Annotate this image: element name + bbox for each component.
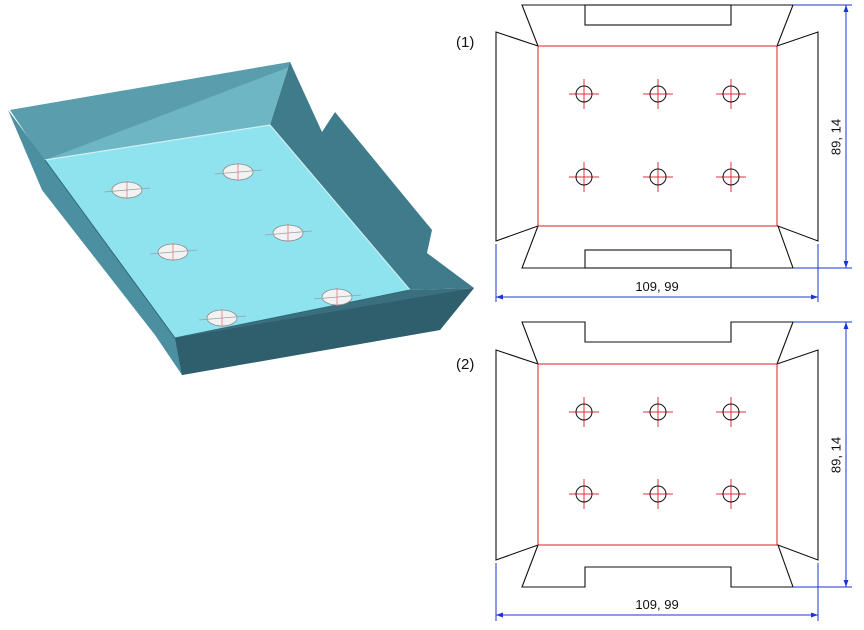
tray-hole xyxy=(214,163,263,181)
view-label-2: (2) xyxy=(456,356,475,373)
hole-marker xyxy=(716,79,746,109)
hole-marker xyxy=(716,397,746,427)
flat-pattern-2 xyxy=(495,321,819,588)
width-dimension-text-2: 109, 99 xyxy=(635,597,679,612)
height-dimension-text-2: 89, 14 xyxy=(828,436,844,474)
flat-pattern-1-holes xyxy=(569,79,746,192)
tray-3d-model xyxy=(8,62,474,375)
dimensions-1 xyxy=(495,4,852,302)
tray-hole xyxy=(149,243,198,261)
hole-marker xyxy=(569,79,599,109)
hole-marker xyxy=(716,162,746,192)
flat-pattern-2-outline xyxy=(495,321,819,588)
flat-pattern-1-top-slot xyxy=(584,4,732,26)
flat-pattern-1-bend-lines xyxy=(537,45,778,227)
hole-marker xyxy=(569,162,599,192)
tray-hole xyxy=(313,288,362,306)
hole-marker xyxy=(569,397,599,427)
flat-pattern-2-holes xyxy=(569,397,746,509)
hole-marker xyxy=(569,479,599,509)
tray-hole xyxy=(198,309,247,327)
flat-pattern-1-bottom-slot xyxy=(584,249,732,269)
width-dimension-text-1: 109, 99 xyxy=(635,279,679,294)
dimensions-2 xyxy=(495,321,852,621)
hole-marker xyxy=(643,479,673,509)
hole-marker xyxy=(716,479,746,509)
view-label-1: (1) xyxy=(456,34,475,51)
tray-hole xyxy=(264,224,313,242)
hole-marker xyxy=(643,79,673,109)
tray-left-wall xyxy=(8,110,182,375)
tray-holes xyxy=(103,163,362,327)
hole-marker xyxy=(643,162,673,192)
flat-pattern-1-outline xyxy=(495,4,819,269)
hole-marker xyxy=(643,397,673,427)
tray-back-wall-top xyxy=(10,62,292,160)
tray-hole xyxy=(103,181,151,199)
height-dimension-text-1: 89, 14 xyxy=(828,118,844,156)
tray-front-wall xyxy=(175,288,474,375)
flat-pattern-1 xyxy=(495,4,819,269)
flat-pattern-2-bend-lines xyxy=(537,363,778,546)
tray-right-wall-inner xyxy=(270,62,474,290)
